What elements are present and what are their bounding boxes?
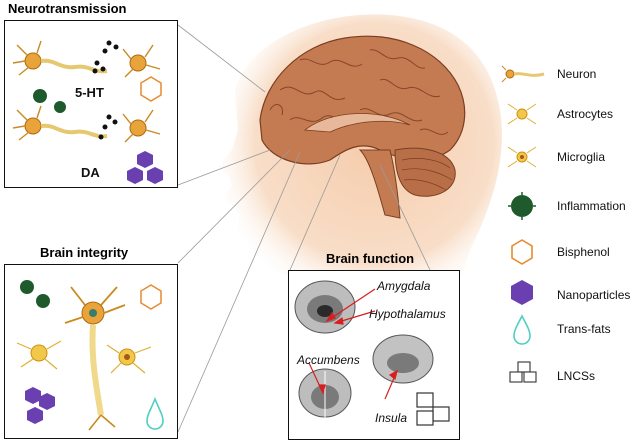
microglia-icon (507, 146, 537, 168)
region-accumbens: Accumbens (297, 353, 360, 367)
legend-item-lncss: LNCSs (557, 369, 596, 383)
neuron-icon (122, 109, 161, 143)
legend-item-microglia: Microglia (557, 150, 606, 164)
inflammation-icon (508, 192, 536, 220)
leader-lines (177, 24, 431, 433)
brain-cerebrum (259, 35, 466, 165)
mri-coronal-top (294, 280, 356, 334)
bisphenol-icon (140, 76, 162, 102)
neuron-icon (12, 105, 108, 141)
brain-integrity-illustration (16, 280, 164, 431)
region-hypothalamus: Hypothalamus (369, 307, 446, 321)
neuron-icon (64, 286, 126, 431)
legend-item-neuron: Neuron (557, 67, 597, 81)
nanoparticle-icon (25, 387, 55, 424)
brain-function-title: Brain function (326, 251, 415, 266)
nanoparticle-icon (127, 151, 163, 184)
brain-function-panel: Amygdala Hypothalamus Accumbens Insula (288, 270, 460, 440)
legend-item-inflammation: Inflammation (557, 199, 626, 213)
nanoparticle-icon (511, 280, 533, 305)
inflammation-icon (20, 280, 50, 308)
brainstem (358, 149, 401, 219)
microglia-icon (106, 344, 152, 374)
legend: Neuron Astrocytes Microglia Inflammation… (500, 56, 640, 386)
label-5ht: 5-HT (75, 85, 104, 100)
neuron-icon (501, 65, 545, 83)
trans-fat-drop-icon (513, 314, 531, 345)
legend-item-trans-fats: Trans-fats (557, 322, 611, 336)
neurotransmission-illustration (12, 40, 163, 184)
brain-integrity-title: Brain integrity (40, 245, 129, 260)
brain-gyri (269, 49, 449, 135)
inflammation-icon (33, 89, 66, 113)
mri-sagittal (372, 334, 434, 384)
label-da: DA (81, 165, 100, 180)
corpus-callosum (303, 113, 411, 133)
cerebellum (394, 147, 456, 197)
legend-item-bisphenol: Bisphenol (557, 245, 610, 259)
mri-coronal-bottom (298, 368, 352, 419)
region-insula: Insula (375, 411, 408, 425)
neuron-icon (122, 44, 161, 78)
astrocyte-icon (507, 103, 537, 125)
region-arrows (308, 288, 398, 400)
region-amygdala: Amygdala (377, 279, 431, 293)
astrocyte-icon (16, 340, 62, 370)
lncs-cubes-icon (509, 361, 537, 383)
neurotransmission-panel: 5-HT DA (4, 20, 178, 188)
legend-item-astrocytes: Astrocytes (557, 107, 614, 121)
neurotransmission-title: Neurotransmission (8, 1, 127, 16)
trans-fat-drop-icon (146, 396, 164, 430)
legend-icons (501, 65, 545, 383)
brain-integrity-panel (4, 264, 178, 439)
lncs-cubes-icon (416, 392, 450, 426)
legend-item-nanoparticles: Nanoparticles (557, 288, 631, 302)
brain-function-illustration (294, 280, 450, 426)
synapse-dots-da (98, 114, 118, 140)
bisphenol-icon (140, 284, 162, 310)
bisphenol-icon (511, 239, 533, 265)
synapse-dots-5ht (92, 40, 119, 74)
